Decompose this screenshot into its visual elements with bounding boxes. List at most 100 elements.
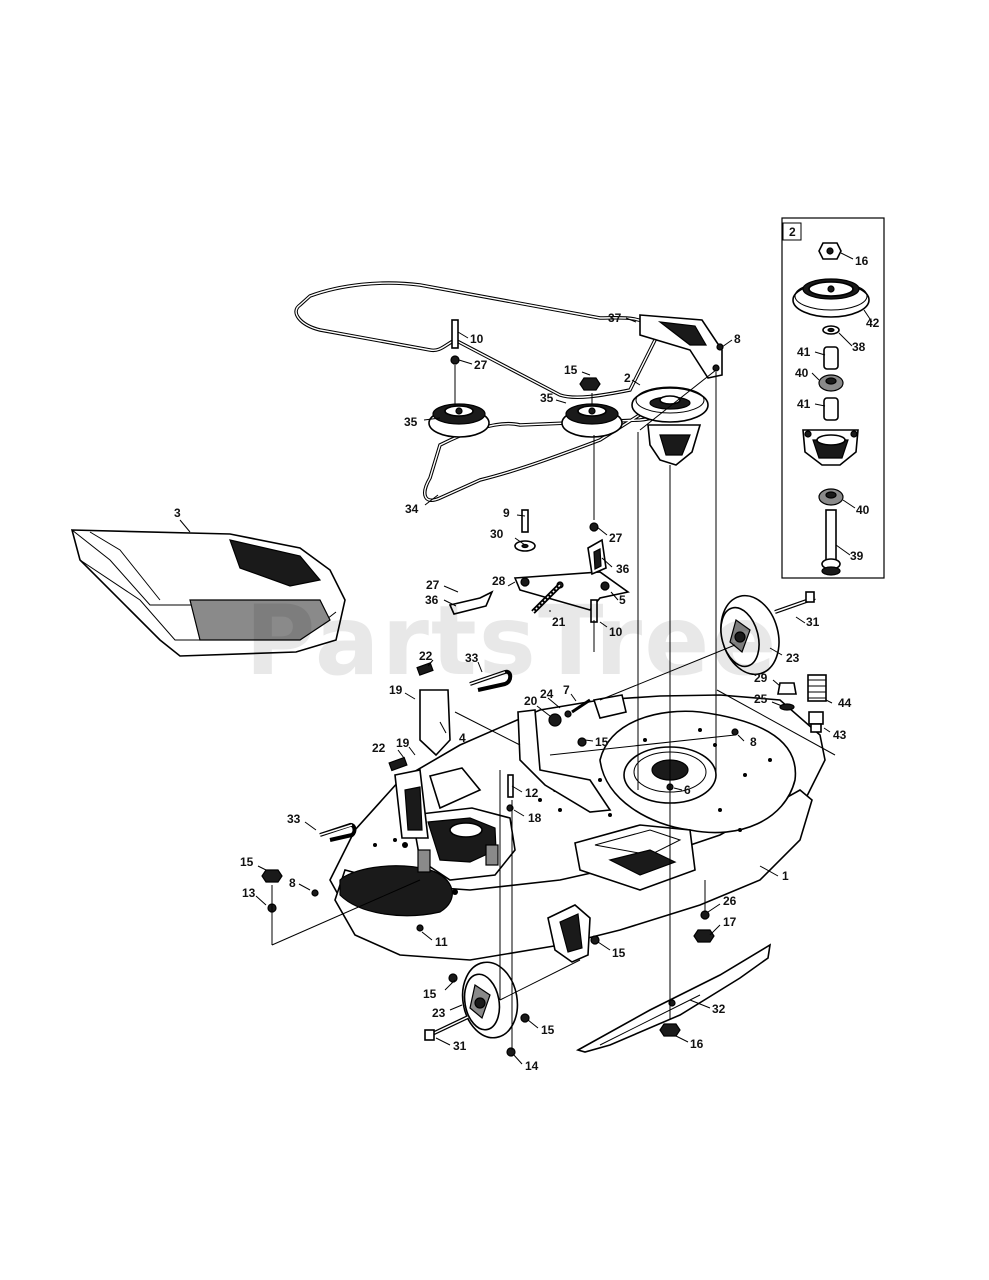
callout-28: 28 [492, 574, 506, 588]
spindle-assembly[interactable] [631, 386, 709, 466]
spring-44[interactable] [807, 674, 827, 702]
callout-16: 16 [855, 254, 869, 268]
callout-29: 29 [754, 671, 768, 685]
bolt-11[interactable] [416, 924, 424, 932]
bolt-12[interactable] [507, 774, 514, 798]
belt-guard-bracket[interactable] [639, 314, 723, 379]
callout-14: 14 [525, 1059, 539, 1073]
hairpin-pin[interactable] [319, 822, 357, 842]
flat-washer[interactable] [450, 355, 460, 365]
flat-washer[interactable] [589, 522, 599, 532]
callout-9: 9 [503, 506, 510, 520]
deck-left-spindle-housing[interactable] [411, 807, 516, 881]
callout-20: 20 [524, 694, 538, 708]
washer-24[interactable] [564, 710, 572, 718]
anti-scalp-wheel-left[interactable] [424, 958, 523, 1042]
callout-27: 27 [609, 531, 623, 545]
anti-scalp-wheel-right[interactable] [713, 589, 816, 681]
callout-19: 19 [389, 683, 403, 697]
callout-15: 15 [612, 946, 626, 960]
cap-29[interactable] [777, 682, 797, 695]
idler-arm[interactable] [513, 571, 630, 611]
callout-6: 6 [684, 783, 691, 797]
callout-11: 11 [435, 935, 448, 949]
spindle-assembly-inset: 2 [781, 217, 885, 579]
callout-31: 31 [453, 1039, 467, 1053]
callout-leaders [179, 317, 833, 1065]
callout-12: 12 [525, 786, 539, 800]
spindle-spacer-upper[interactable] [823, 346, 839, 370]
callout-3: 3 [174, 506, 181, 520]
callout-24: 24 [540, 687, 554, 701]
callout-43: 43 [833, 728, 847, 742]
callout-8: 8 [750, 735, 757, 749]
nut-15[interactable] [448, 973, 458, 983]
callout-41: 41 [797, 345, 811, 359]
blade-nut[interactable] [659, 1023, 681, 1037]
callout-18: 18 [528, 811, 542, 825]
nut-15[interactable] [520, 1013, 530, 1023]
callout-44: 44 [838, 696, 852, 710]
callout-10: 10 [609, 625, 623, 639]
callout-25: 25 [754, 692, 768, 706]
hex-bolt[interactable] [590, 599, 598, 623]
drive-belt[interactable] [294, 281, 666, 502]
callout-15: 15 [541, 1023, 555, 1037]
idler-pulley-right[interactable] [561, 403, 623, 438]
nut-17[interactable] [693, 929, 715, 943]
callout-15: 15 [240, 855, 254, 869]
callout-41: 41 [797, 397, 811, 411]
discharge-chute[interactable] [70, 529, 346, 657]
hex-nut[interactable] [579, 377, 601, 391]
spindle-housing[interactable] [802, 429, 859, 466]
deck-baffle[interactable] [574, 824, 696, 891]
washer-25[interactable] [779, 703, 795, 711]
callout-22: 22 [372, 741, 386, 755]
callout-27: 27 [426, 578, 440, 592]
callout-labels: 10 27 15 2 37 8 35 35 34 3 9 30 27 36 28… [174, 311, 852, 1073]
washer-26[interactable] [700, 910, 710, 920]
callout-4: 4 [459, 731, 466, 745]
callout-35: 35 [540, 391, 554, 405]
hanger-bracket-left[interactable] [394, 689, 451, 839]
fitting-43[interactable] [808, 711, 824, 733]
mower-blade[interactable] [575, 943, 772, 1053]
shoulder-bolt[interactable] [521, 509, 529, 533]
tension-spring[interactable] [531, 583, 562, 614]
idler-pulley-left[interactable] [428, 403, 490, 438]
bolt-8[interactable] [311, 889, 319, 897]
callout-36: 36 [616, 562, 630, 576]
assembly-guide-lines [271, 365, 836, 1050]
nut-15[interactable] [261, 869, 283, 883]
bolt-8[interactable] [716, 343, 724, 351]
callout-16: 16 [690, 1037, 704, 1051]
callout-40: 40 [795, 366, 809, 380]
callout-42: 42 [866, 316, 880, 330]
extension-spring[interactable] [388, 756, 408, 772]
deck-hanger-bracket[interactable] [517, 694, 627, 813]
nut-15[interactable] [590, 935, 600, 945]
hex-bolt[interactable] [451, 319, 459, 349]
rear-bracket-plate[interactable] [428, 767, 482, 810]
callout-40: 40 [856, 503, 870, 517]
callout-15: 15 [595, 735, 609, 749]
idler-bracket-left[interactable] [448, 590, 494, 615]
callout-39: 39 [850, 549, 864, 563]
hex-nut-15[interactable] [577, 737, 587, 747]
spindle-spacer-lower[interactable] [823, 397, 839, 421]
callout-23: 23 [786, 651, 800, 665]
callout-15: 15 [423, 987, 437, 1001]
bolt-7[interactable] [571, 698, 591, 714]
hex-nut-20[interactable] [548, 713, 562, 727]
callout-35: 35 [404, 415, 418, 429]
extension-spring[interactable] [416, 662, 434, 676]
spindle-shaft[interactable] [821, 509, 841, 576]
idler-bracket-right[interactable] [587, 538, 607, 576]
bolt-8[interactable] [731, 728, 739, 736]
front-bracket[interactable] [547, 904, 591, 963]
callout-15: 15 [564, 363, 578, 377]
callout-38: 38 [852, 340, 866, 354]
callout-8: 8 [734, 332, 741, 346]
hairpin-pin[interactable] [469, 669, 513, 692]
